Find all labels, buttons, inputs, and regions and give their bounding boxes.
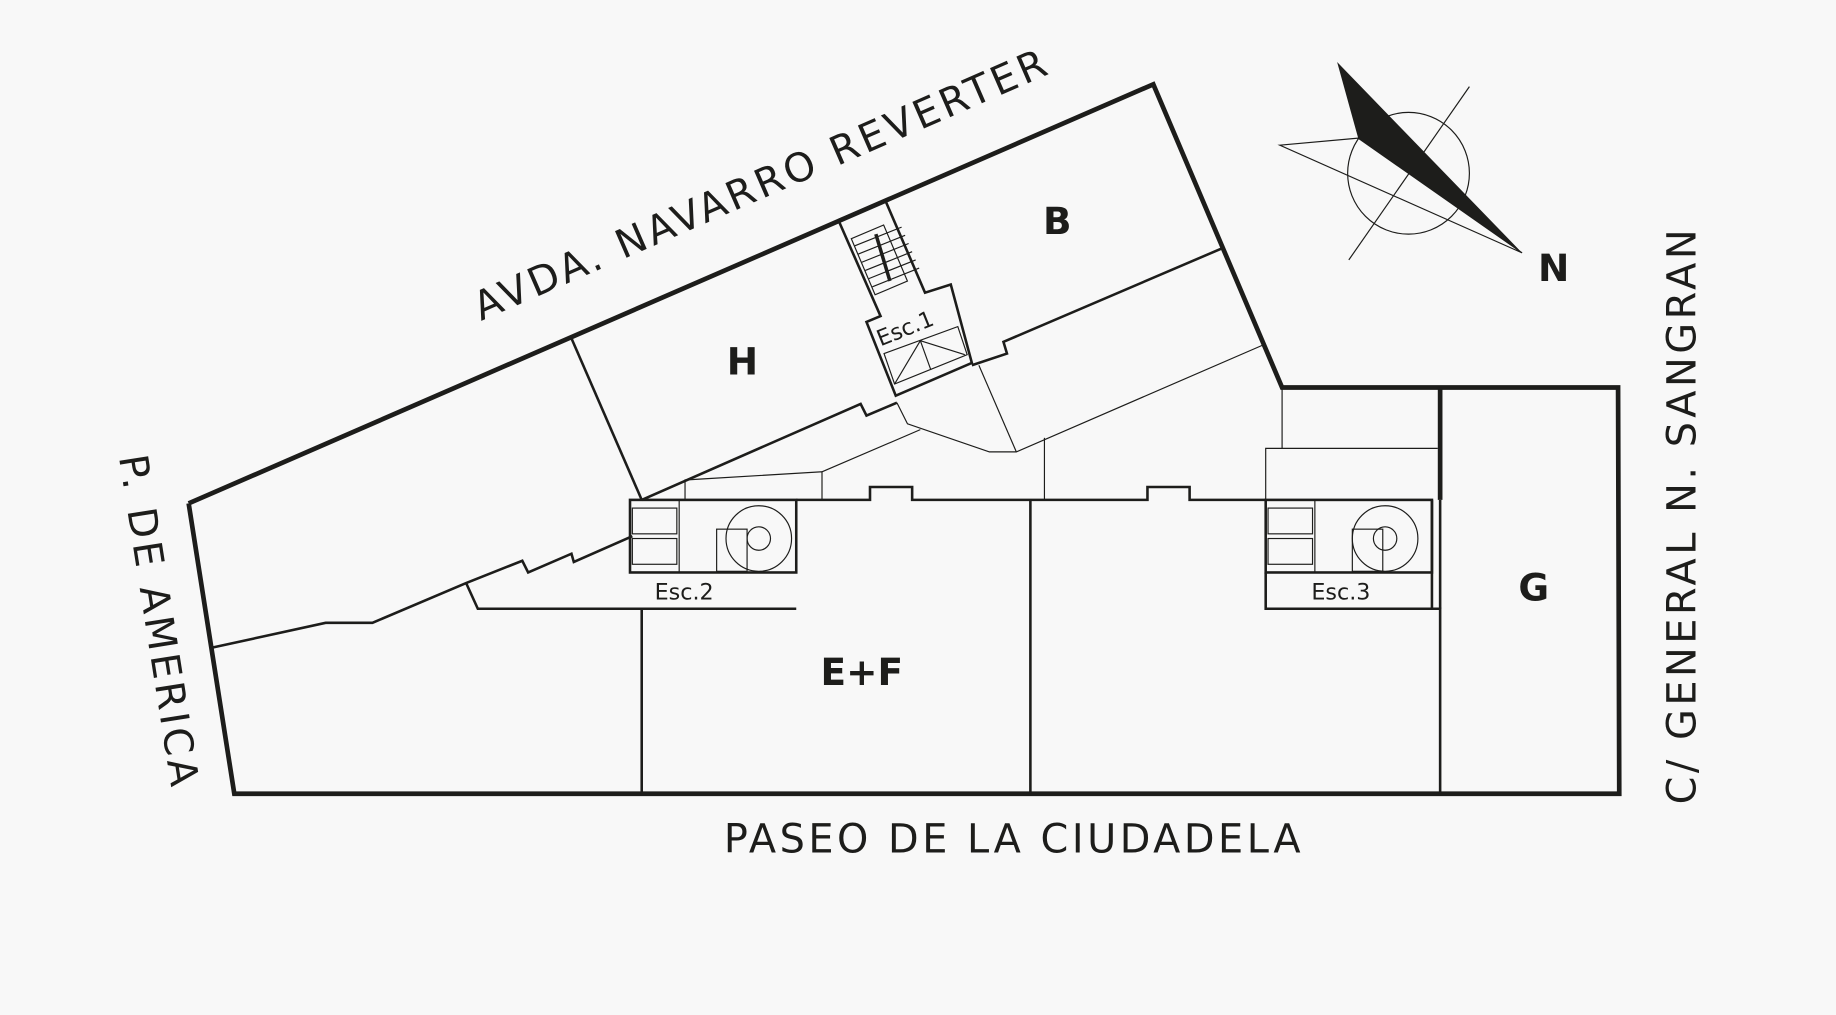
spiral-stair-esc2 [716, 505, 793, 572]
wall-h-left [570, 337, 643, 501]
elevators-esc2 [631, 499, 680, 573]
unit-label-b: B [1043, 199, 1072, 243]
stair-label-esc1: Esc.1 [873, 306, 938, 352]
wall-esc3-lower [1264, 572, 1442, 794]
stair-label-esc3: Esc.3 [1311, 579, 1370, 605]
street-north: AVDA. NAVARRO REVERTER [467, 39, 1057, 330]
wall-b [971, 247, 1223, 367]
elevators-esc3 [1267, 499, 1316, 573]
plot-boundary [186, 81, 1622, 797]
unit-label-h: H [727, 340, 758, 384]
north-arrow-icon: N [1277, 62, 1569, 290]
core-esc2 [628, 498, 798, 574]
stair-label-esc2: Esc.2 [655, 579, 714, 605]
street-south: PASEO DE LA CIUDADELA [724, 816, 1304, 862]
stair-flight [850, 224, 909, 296]
street-east: C/ GENERAL N. SANGRAN [1659, 226, 1705, 805]
common-area-lines [684, 344, 1438, 500]
wall-south-block [796, 485, 1266, 502]
wall-h-bottom [641, 401, 898, 502]
unit-label-g: G [1518, 566, 1549, 610]
core-esc1 [837, 198, 974, 398]
core-esc3 [1264, 498, 1434, 574]
unit-label-ef: E+F [821, 650, 904, 694]
compass-north-label: N [1538, 246, 1569, 290]
wall-west [212, 535, 633, 649]
spiral-stair-esc3 [1351, 505, 1419, 572]
elevator-esc1 [883, 325, 968, 385]
wall-esc2-lower [464, 582, 797, 611]
stair-rail [874, 233, 892, 282]
